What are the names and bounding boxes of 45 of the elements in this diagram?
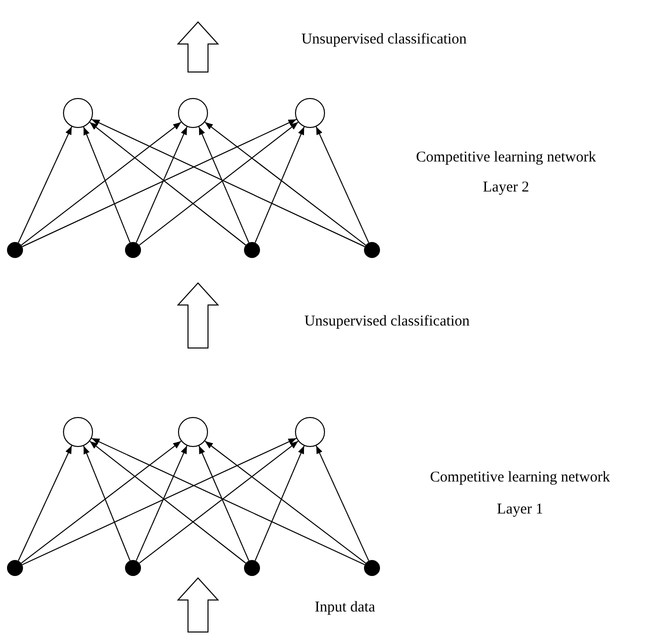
input-neuron: [364, 242, 380, 258]
input-neuron: [244, 242, 260, 258]
connection-arrow: [20, 440, 182, 564]
connection-arrow: [204, 440, 366, 564]
output-neuron: [295, 417, 325, 447]
annotation-text: Layer 1: [496, 502, 544, 518]
output-neuron: [178, 98, 208, 128]
connection-arrow: [136, 445, 188, 562]
connection-arrow: [18, 445, 72, 562]
connection-arrow: [316, 445, 370, 562]
input-neuron: [244, 560, 260, 576]
input-neuron: [125, 242, 141, 258]
connection-arrow: [254, 445, 305, 562]
annotation-text: Layer 2: [482, 180, 530, 196]
connection-arrow: [254, 126, 305, 244]
input-neuron: [125, 560, 141, 576]
connection-arrow: [83, 126, 131, 244]
connection-arrow: [138, 122, 299, 246]
connection-arrow: [22, 118, 297, 248]
input-neuron: [7, 242, 23, 258]
connection-arrow: [198, 445, 250, 562]
annotation-text: Competitive learning network: [430, 470, 610, 486]
annotation-text: Unsupervised classification: [304, 314, 470, 330]
input-neuron: [7, 560, 23, 576]
connection-arrow: [20, 122, 182, 246]
output-neuron: [178, 417, 208, 447]
connection-arrow: [138, 440, 299, 564]
connection-arrow: [18, 126, 72, 244]
output-neuron: [295, 98, 325, 128]
connection-arrow: [204, 122, 366, 246]
connection-arrow: [22, 438, 297, 566]
output-neuron: [63, 98, 93, 128]
connection-arrow: [136, 126, 188, 244]
connection-arrow: [316, 126, 370, 244]
annotation-text: Input data: [314, 600, 376, 616]
annotation-text: Unsupervised classification: [301, 32, 467, 48]
connection-arrow: [89, 440, 246, 564]
connection-arrow: [83, 445, 130, 562]
connection-arrow: [91, 438, 366, 566]
connection-arrow: [91, 118, 366, 248]
annotation-text: Competitive learning network: [416, 150, 596, 166]
output-neuron: [63, 417, 93, 447]
connection-arrow: [89, 122, 246, 246]
input-neuron: [364, 560, 380, 576]
connection-arrow: [198, 126, 250, 244]
